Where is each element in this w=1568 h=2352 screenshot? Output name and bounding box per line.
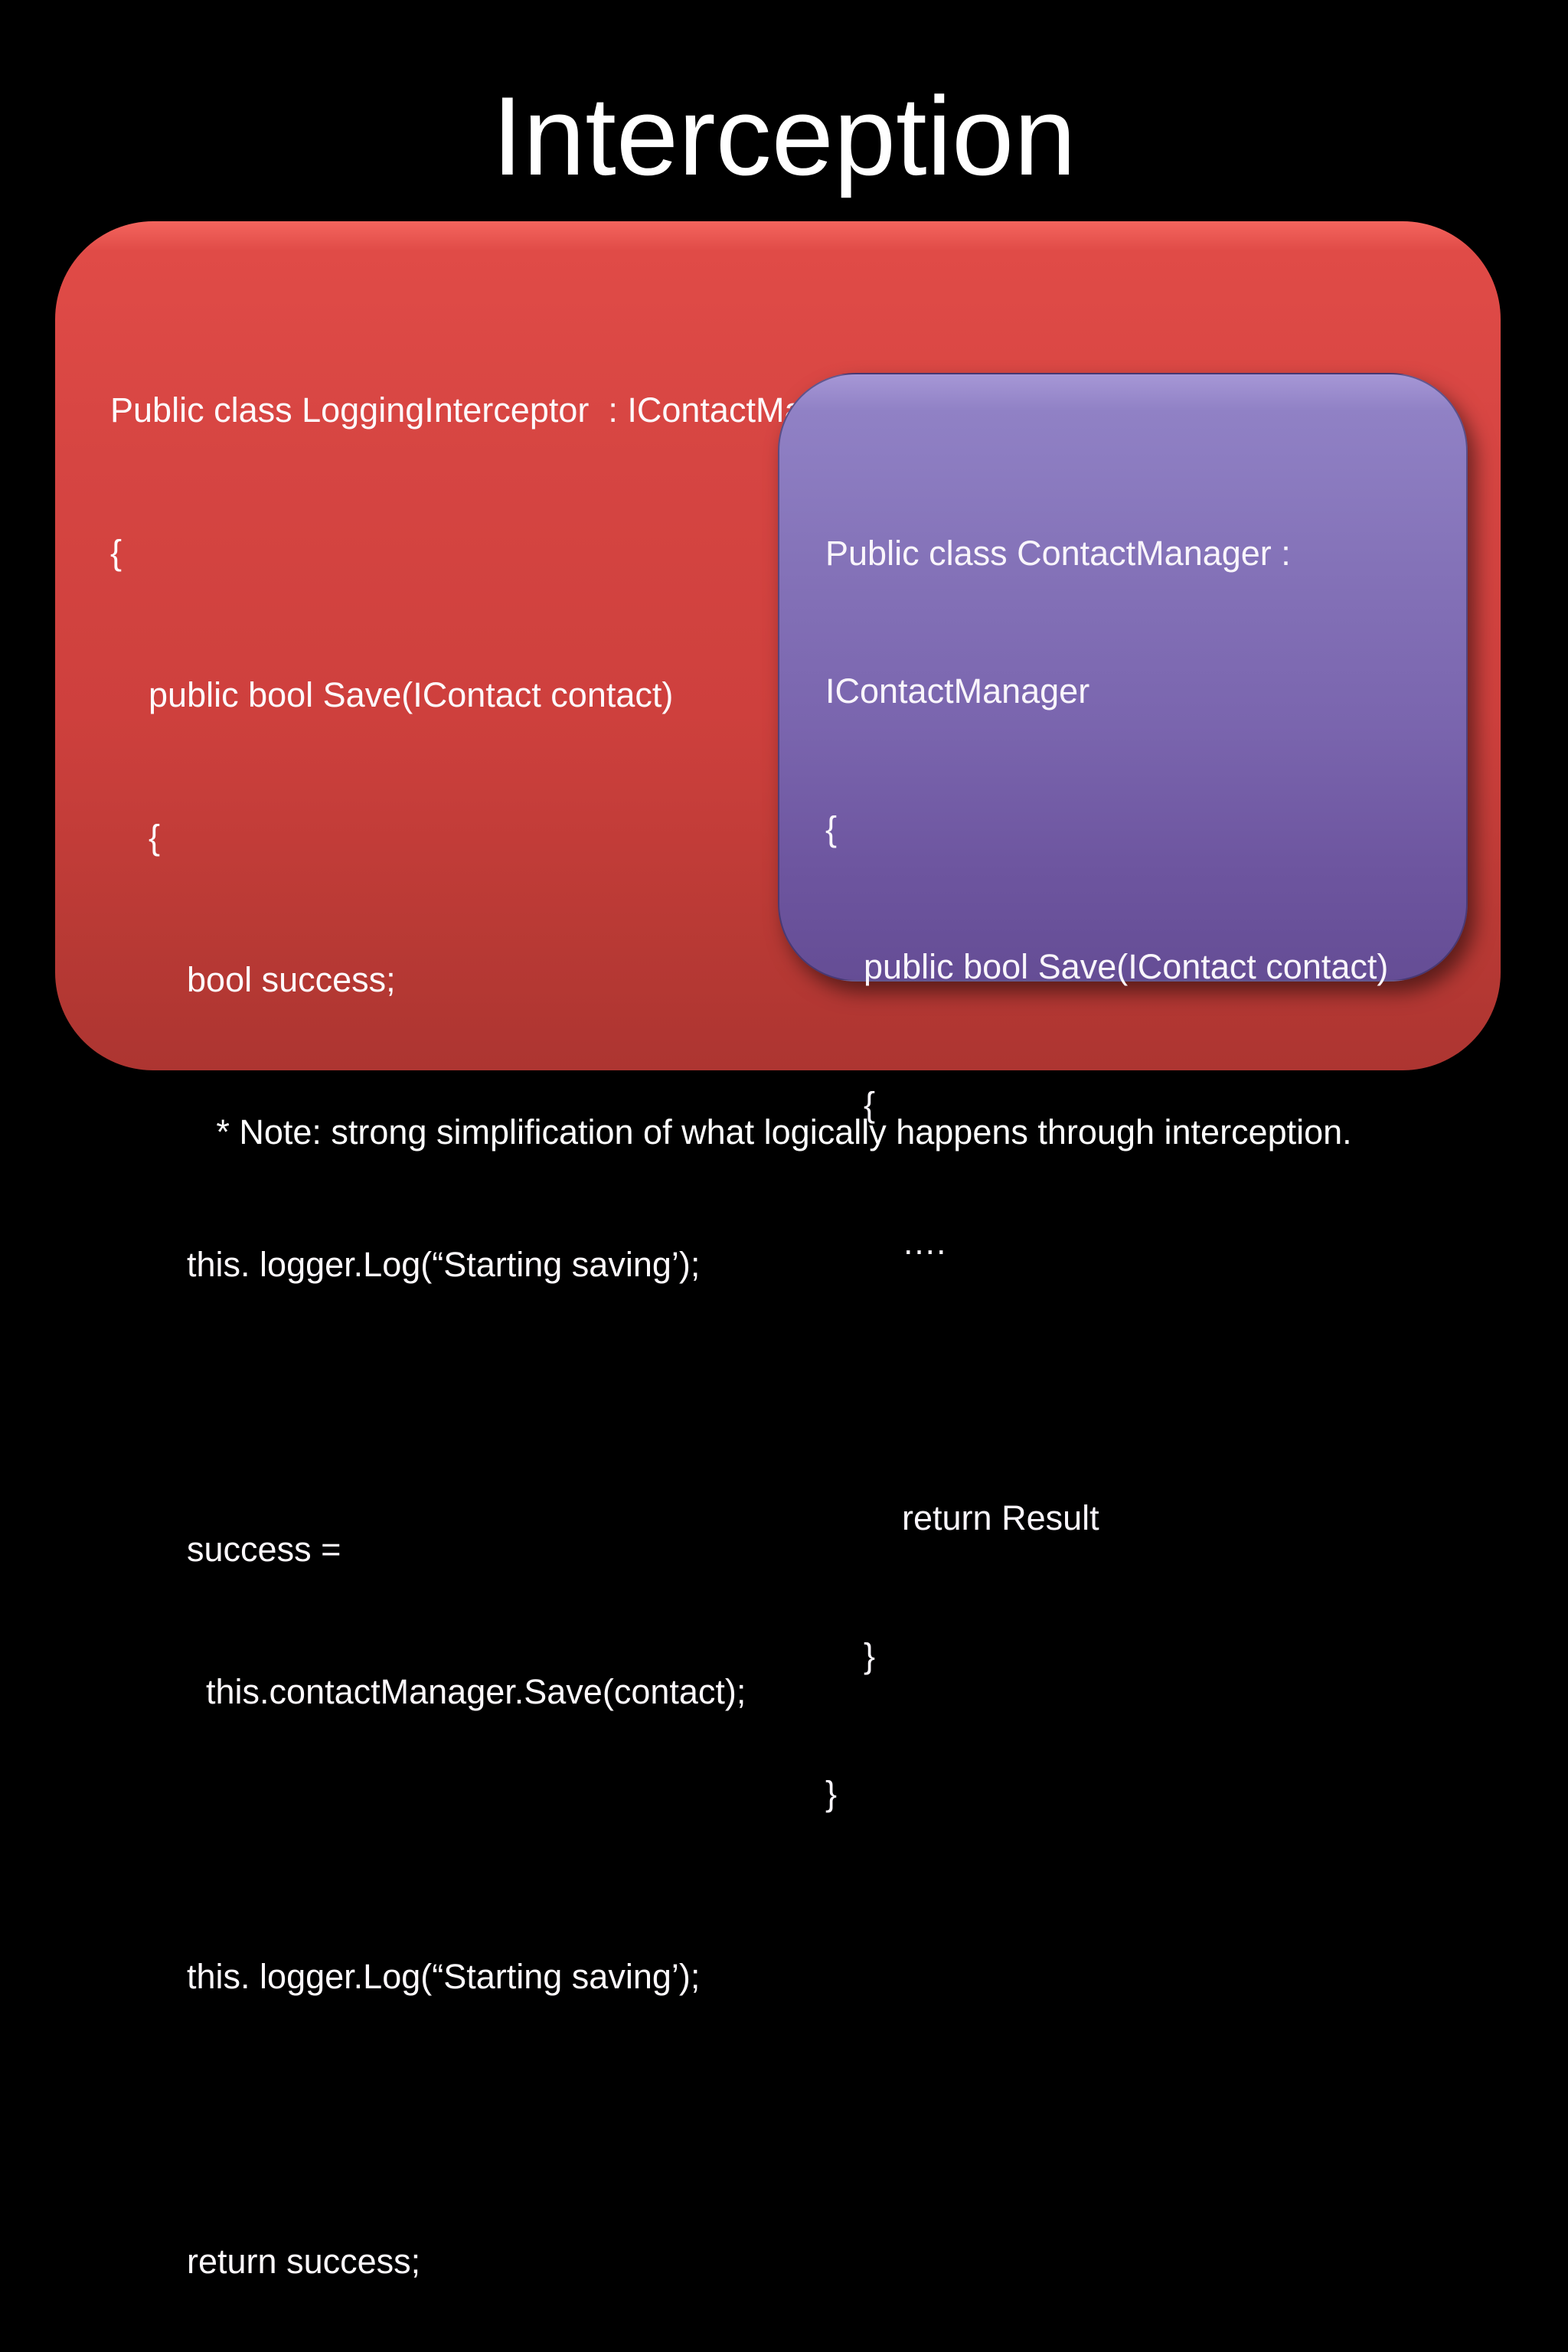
code-line	[110, 2096, 1470, 2143]
slide-canvas: Interception Interception Public class L…	[0, 74, 1568, 2281]
code-line: ….	[825, 1223, 946, 1262]
code-line: Public class ContactManager :	[825, 534, 1291, 573]
contact-manager-code: Public class ContactManager : IContactMa…	[825, 439, 1440, 1909]
footnote: * Note: strong simplification of what lo…	[216, 1112, 1352, 1152]
code-line	[825, 1357, 1440, 1403]
code-line: Public class LoggingInterceptor : IConta…	[110, 390, 892, 430]
code-line: bool success;	[110, 960, 396, 999]
title-block: Interception Interception	[0, 74, 1568, 284]
code-line: public bool Save(IContact contact)	[825, 947, 1389, 986]
page-title: Interception	[492, 74, 1076, 198]
contact-manager-panel: Public class ContactManager : IContactMa…	[778, 373, 1468, 1813]
code-line: {	[110, 818, 161, 857]
code-line: public bool Save(IContact contact)	[110, 675, 674, 714]
code-line: return success;	[110, 2242, 421, 2281]
code-line: {	[825, 1085, 876, 1124]
code-line: this. logger.Log(“Starting saving’);	[110, 1957, 701, 1996]
code-line: {	[110, 533, 122, 572]
code-line: }	[825, 1774, 838, 1813]
code-line: }	[825, 1636, 876, 1675]
code-line: {	[825, 809, 838, 848]
code-line: IContactManager	[825, 671, 1090, 710]
code-line: return Result	[825, 1498, 1099, 1537]
